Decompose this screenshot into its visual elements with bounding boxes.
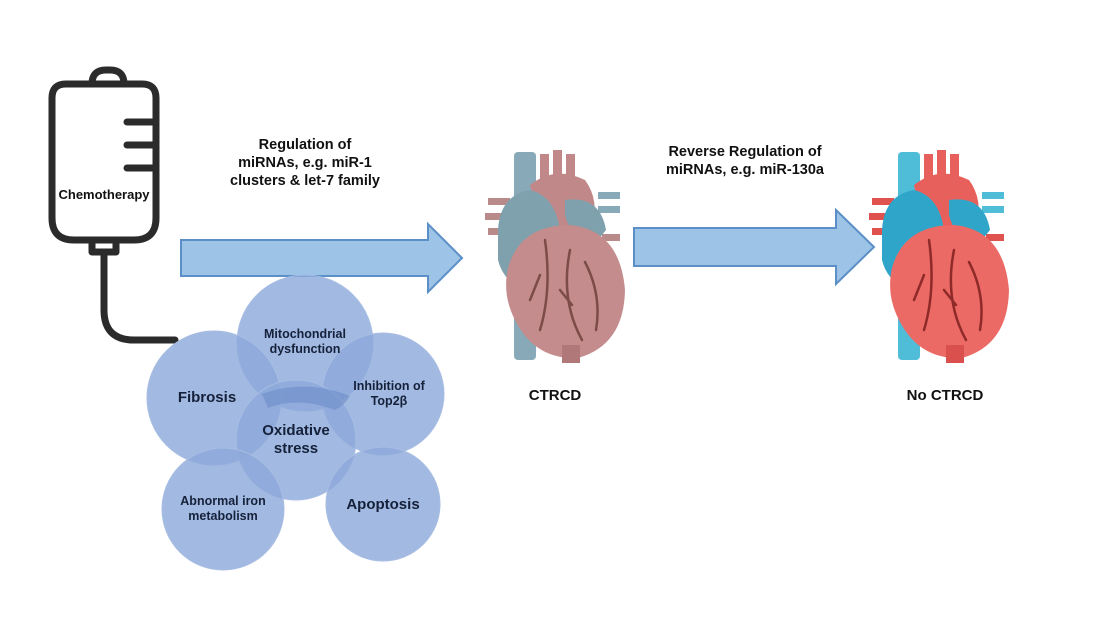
mechanism-circles (146, 274, 445, 571)
oxidative-stress-label: Oxidative stress (262, 422, 330, 457)
heart-healthy-icon (869, 150, 1009, 363)
chemotherapy-label: Chemotherapy (58, 187, 150, 202)
fibrosis-label: Fibrosis (177, 389, 237, 406)
arrow-reverse-regulation (633, 207, 876, 287)
mitochondrial-dysfunction-label: Mitochondrial dysfunction (264, 327, 346, 356)
circle-iron (161, 447, 285, 571)
abnormal-iron-label: Abnormal iron metabolism (180, 494, 266, 523)
no-ctrcd-label: No CTRCD (906, 387, 984, 404)
heart-ctrcd-icon (485, 150, 625, 363)
iv-bag-icon (48, 66, 179, 344)
ctrcd-label: CTRCD (528, 387, 582, 404)
apoptosis-label: Apoptosis (346, 496, 420, 513)
regulation-label: Regulation of miRNAs, e.g. miR-1 cluster… (230, 137, 380, 190)
reverse-regulation-label: Reverse Regulation of miRNAs, e.g. miR-1… (666, 144, 824, 179)
inhibition-top2b-label: Inhibition of Top2β (353, 379, 425, 408)
arrow-regulation (180, 221, 464, 295)
circle-apoptosis (325, 446, 441, 562)
